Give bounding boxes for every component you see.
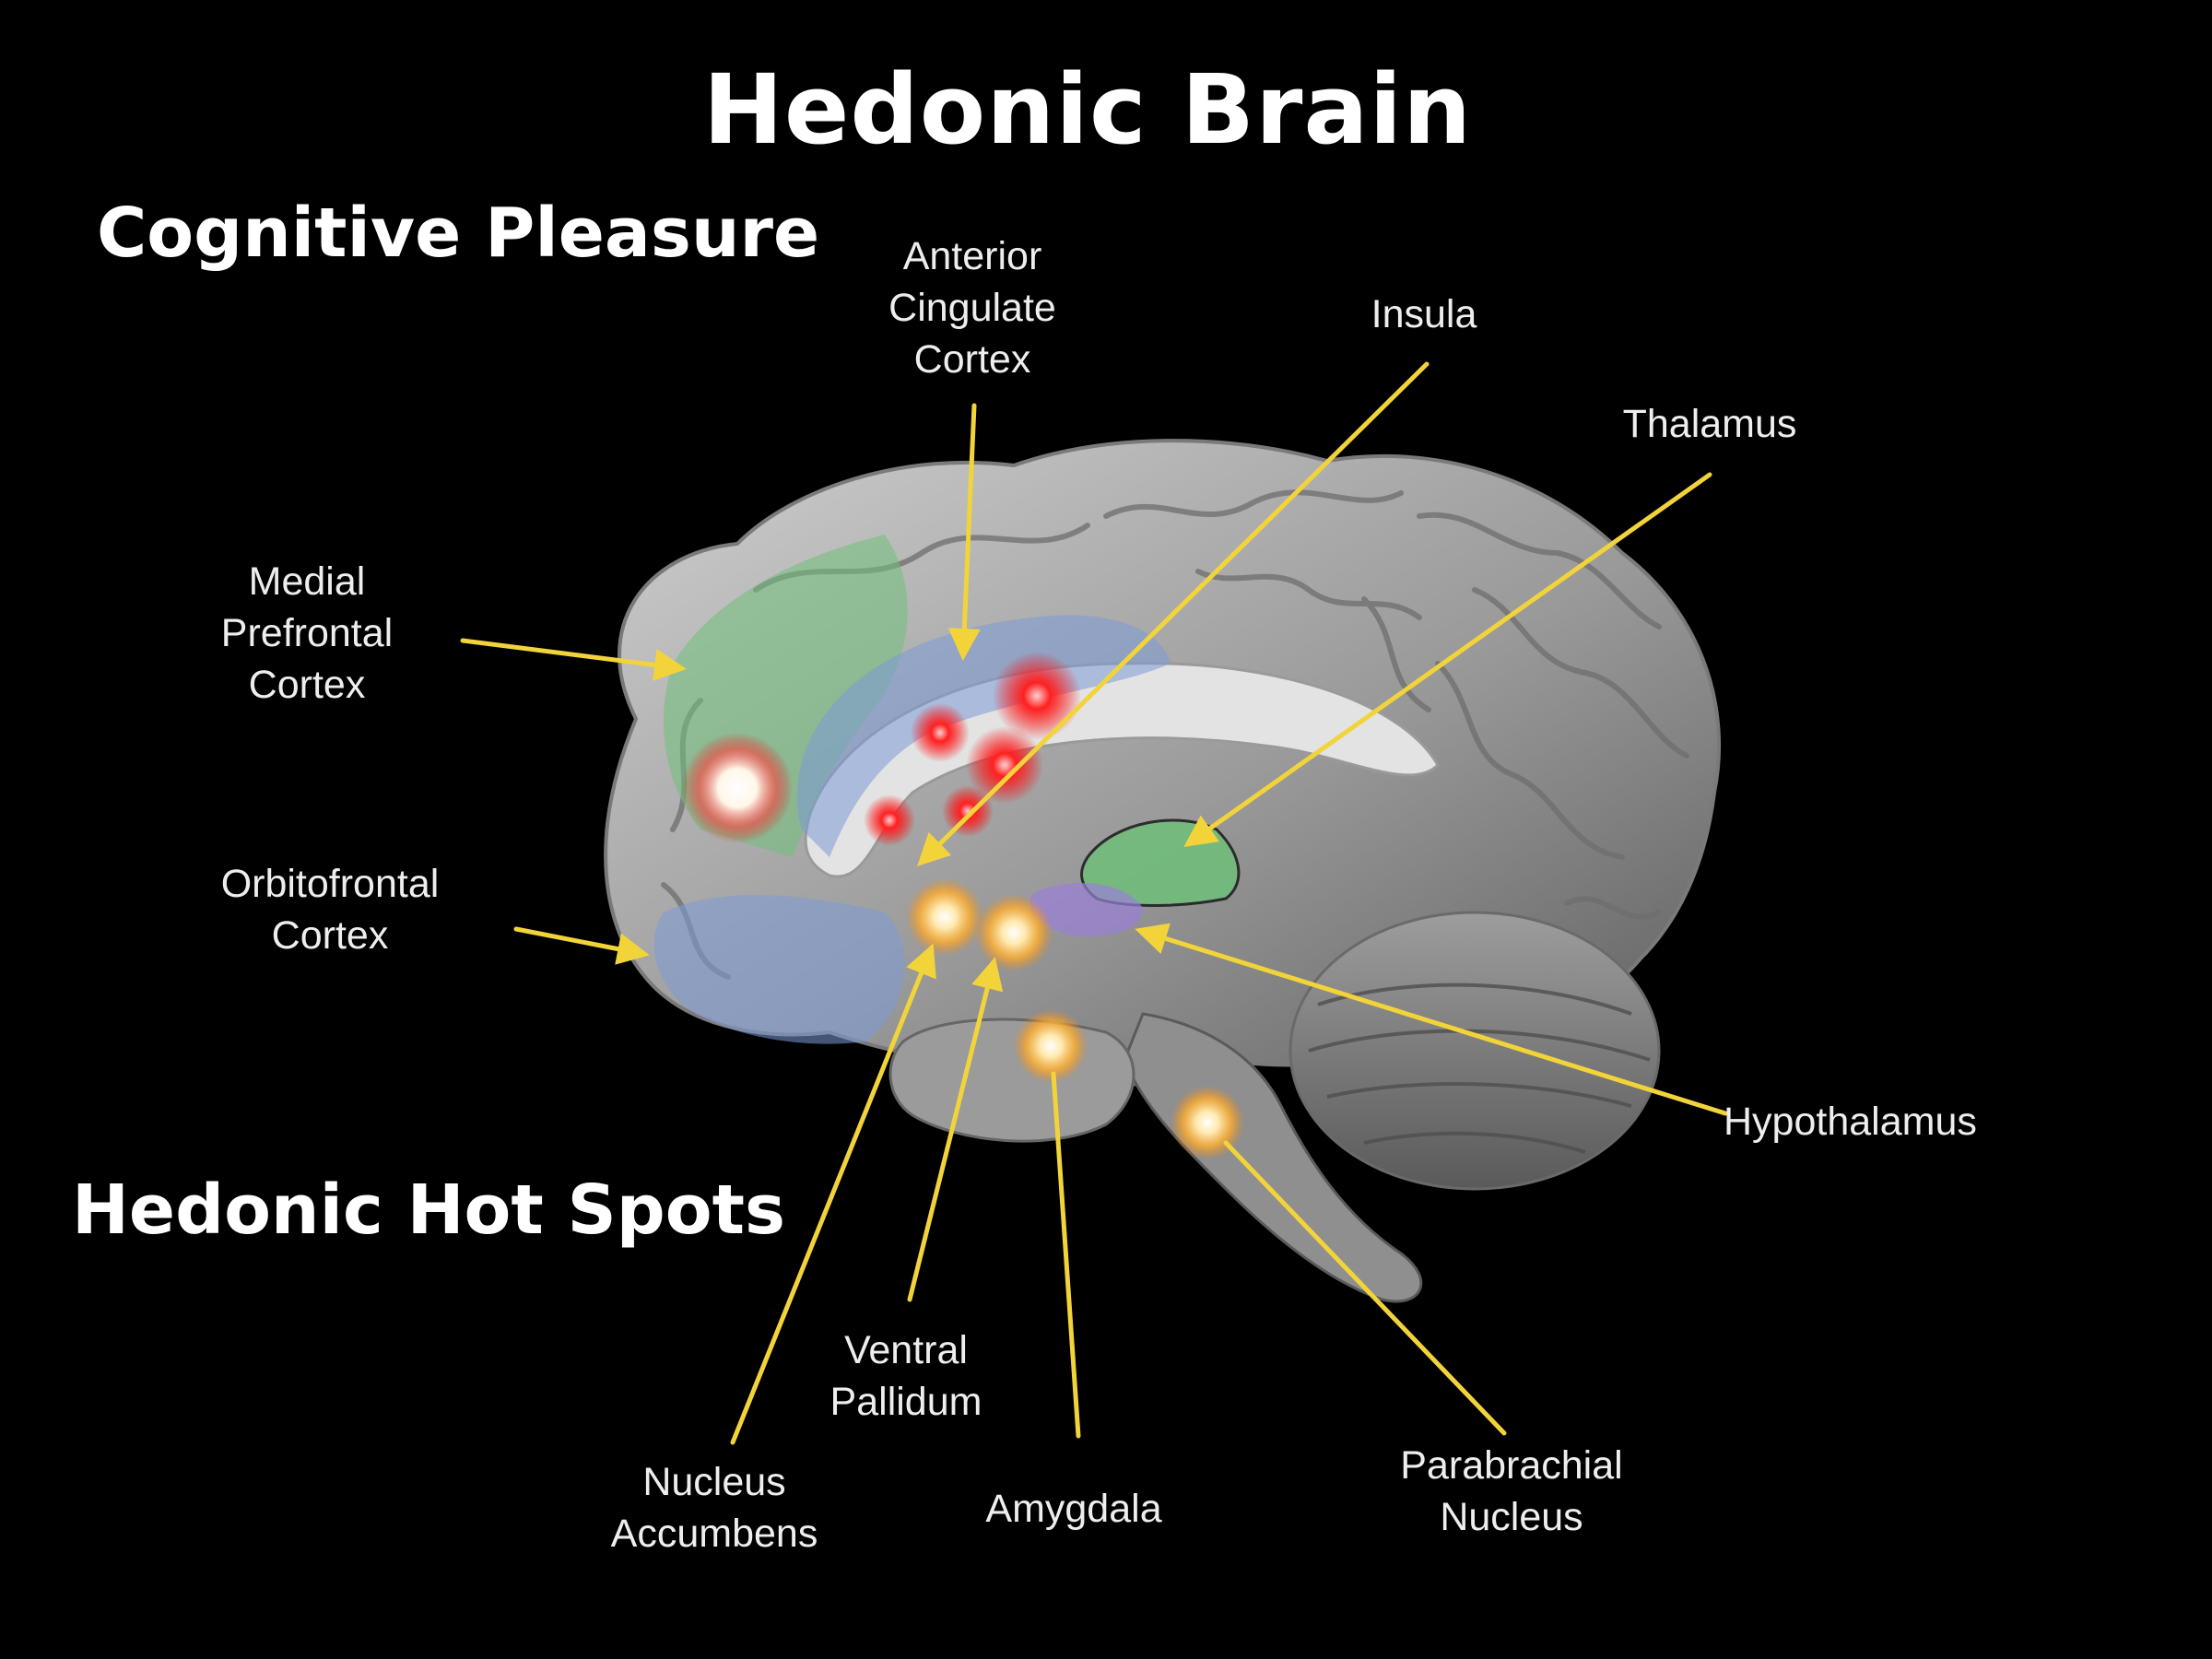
label-line: Pallidum xyxy=(830,1380,982,1424)
cerebellum-folia xyxy=(1308,982,1651,1154)
temporal-lobe xyxy=(888,1018,1135,1143)
label-line: Amygdala xyxy=(985,1487,1162,1531)
label-line: Orbitofrontal xyxy=(220,862,440,906)
label-line: Accumbens xyxy=(610,1512,818,1556)
insula-glow-3 xyxy=(911,703,970,762)
label-ventral-pallidum: Ventral Pallidum xyxy=(768,1324,1044,1428)
cognitive-pleasure-heading: Cognitive Pleasure xyxy=(97,194,820,273)
arrow-nacc xyxy=(730,943,936,1445)
label-amygdala: Amygdala xyxy=(935,1483,1212,1535)
label-orbitofrontal-cortex: Orbitofrontal Cortex xyxy=(182,858,477,961)
arrow-amygdala xyxy=(1051,1071,1081,1439)
arrow-thalamus xyxy=(1183,472,1712,848)
label-line: Parabrachial xyxy=(1400,1443,1623,1488)
ofc-region xyxy=(653,895,905,1044)
label-anterior-cingulate-cortex: Anterior Cingulate Cortex xyxy=(830,230,1115,385)
page-title: Hedonic Brain xyxy=(702,53,1473,166)
arrow-parabrachial xyxy=(1223,1140,1507,1436)
arrow-ofc xyxy=(513,926,650,965)
arrow-vp xyxy=(907,957,1004,1302)
cerebellum xyxy=(1288,911,1661,1191)
label-line: Cortex xyxy=(913,337,1031,382)
amygdala-glow xyxy=(1014,1009,1088,1083)
label-nucleus-accumbens: Nucleus Accumbens xyxy=(576,1456,853,1559)
label-line: Medial xyxy=(248,559,366,604)
insula-glow-4 xyxy=(864,794,915,846)
label-insula: Insula xyxy=(1286,288,1562,340)
label-line: Nucleus xyxy=(1440,1495,1583,1539)
label-medial-prefrontal-cortex: Medial Prefrontal Cortex xyxy=(169,556,445,711)
label-parabrachial-nucleus: Parabrachial Nucleus xyxy=(1364,1440,1659,1543)
label-line: Ventral xyxy=(844,1328,968,1372)
hotspot-glows xyxy=(682,652,1244,1159)
insula-glow-1 xyxy=(993,652,1081,740)
label-line: Cortex xyxy=(248,663,366,707)
pointer-arrows xyxy=(460,361,1728,1445)
mpfc-glow xyxy=(682,733,793,843)
label-line: Insula xyxy=(1371,292,1477,336)
label-hypothalamus: Hypothalamus xyxy=(1724,1096,2018,1147)
label-line: Cingulate xyxy=(888,286,1056,330)
label-line: Thalamus xyxy=(1622,402,1797,446)
label-line: Cortex xyxy=(271,913,389,958)
nacc-glow xyxy=(906,878,983,956)
brainstem xyxy=(1123,1012,1423,1303)
acc-region xyxy=(796,615,1171,857)
label-line: Hypothalamus xyxy=(1724,1100,1977,1144)
hedonic-hot-spots-heading: Hedonic Hot Spots xyxy=(72,1171,786,1250)
arrow-acc xyxy=(947,403,981,661)
insula-glow-5 xyxy=(942,785,994,837)
arrow-mpfc xyxy=(460,638,687,681)
arrow-insula xyxy=(917,361,1430,866)
label-line: Anterior xyxy=(902,234,1042,278)
vp-glow xyxy=(975,894,1053,971)
label-line: Prefrontal xyxy=(220,611,394,655)
insula-glow-2 xyxy=(966,726,1043,804)
label-line: Nucleus xyxy=(642,1460,786,1504)
hypothalamus-region xyxy=(1030,883,1143,937)
label-thalamus: Thalamus xyxy=(1571,398,1848,450)
arrow-hypothalamus xyxy=(1135,923,1728,1116)
